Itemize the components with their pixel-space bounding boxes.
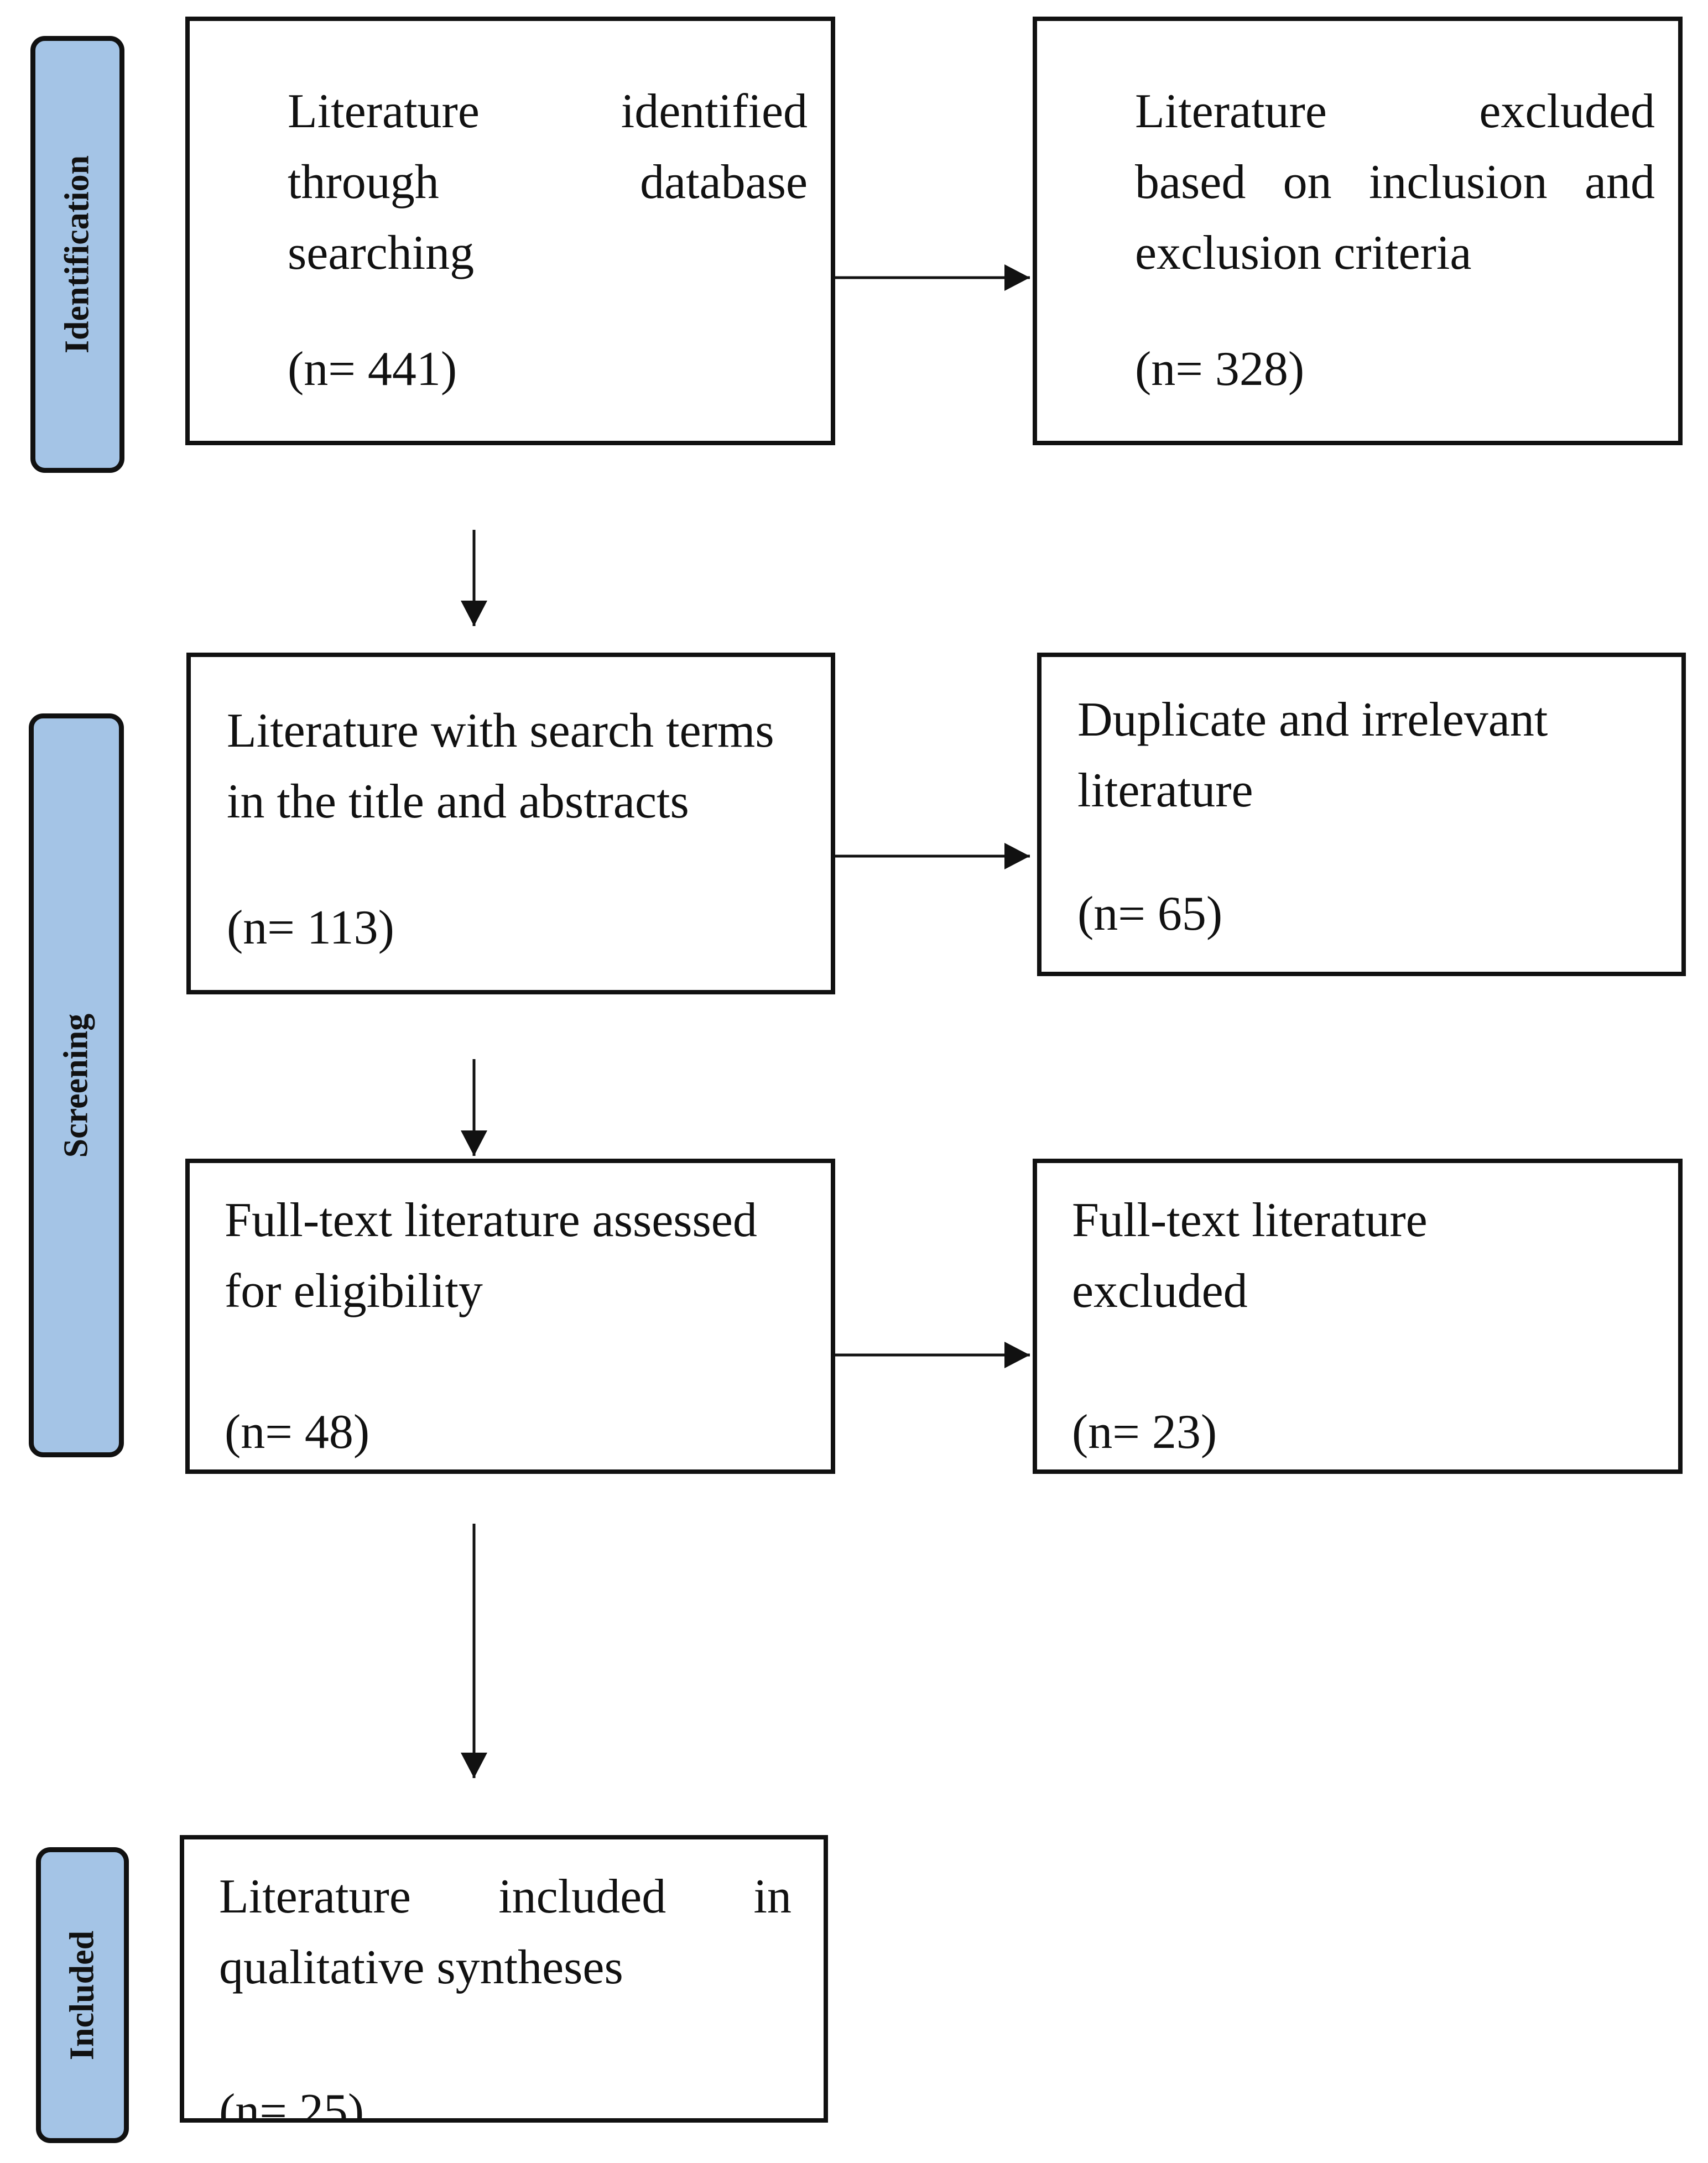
phase-screening: Screening — [29, 713, 124, 1457]
box-excluded-criteria-text: Literature excluded based on inclusion a… — [1135, 76, 1655, 289]
box-included-synth: Literature included in qualitative synth… — [180, 1835, 828, 2123]
box-fulltext-assessed: Full-text literature assessed for eligib… — [185, 1159, 835, 1474]
box-excluded-criteria-line-3: exclusion criteria — [1135, 226, 1472, 280]
box-included-synth-count: (n= 25) — [219, 2084, 364, 2123]
box-fulltext-excluded-line-1: Full-text literature — [1072, 1193, 1428, 1247]
box-fulltext-excluded: Full-text literature excluded (n= 23) — [1033, 1159, 1683, 1474]
box-fulltext-assessed-line-2: for eligibility — [225, 1264, 483, 1318]
box-title-abstract-line-1: Literature with search terms — [227, 704, 774, 758]
box-included-synth-line-1: Literature included in — [219, 1870, 791, 1924]
box-excluded-criteria: Literature excluded based on inclusion a… — [1033, 17, 1683, 445]
box-identified-count: (n= 441) — [288, 342, 457, 396]
box-fulltext-excluded-line-2: excluded — [1072, 1264, 1248, 1318]
box-identified: Literature identified through database s… — [185, 17, 835, 445]
box-excluded-criteria-line-1: Literature excluded — [1135, 85, 1655, 138]
phase-included: Included — [36, 1847, 129, 2143]
box-duplicate-text: Duplicate and irrelevant literature — [1077, 685, 1675, 826]
box-duplicate: Duplicate and irrelevant literature (n= … — [1037, 653, 1686, 976]
box-duplicate-line-1: Duplicate and irrelevant — [1077, 693, 1548, 747]
box-fulltext-excluded-count: (n= 23) — [1072, 1405, 1217, 1459]
box-duplicate-count: (n= 65) — [1077, 887, 1223, 941]
box-title-abstract-line-2: in the title and abstracts — [227, 775, 689, 828]
box-identified-line-2: through database — [288, 155, 808, 209]
box-identified-text: Literature identified through database s… — [288, 76, 808, 289]
box-included-synth-text: Literature included in qualitative synth… — [219, 1862, 791, 2003]
box-title-abstract-text: Literature with search terms in the titl… — [227, 696, 824, 837]
box-fulltext-assessed-text: Full-text literature assessed for eligib… — [225, 1185, 827, 1327]
box-title-abstract-count: (n= 113) — [227, 901, 394, 955]
box-duplicate-line-2: literature — [1077, 764, 1253, 817]
box-identified-line-1: Literature identified — [288, 85, 808, 138]
phase-identification: Identification — [30, 36, 124, 473]
box-title-abstract: Literature with search terms in the titl… — [186, 653, 835, 994]
box-excluded-criteria-line-2: based on inclusion and — [1135, 155, 1655, 209]
box-fulltext-assessed-line-1: Full-text literature assessed — [225, 1193, 757, 1247]
box-fulltext-excluded-text: Full-text literature excluded — [1072, 1185, 1675, 1327]
box-included-synth-line-2: qualitative syntheses — [219, 1941, 623, 1994]
box-fulltext-assessed-count: (n= 48) — [225, 1405, 370, 1459]
box-excluded-criteria-count: (n= 328) — [1135, 342, 1305, 396]
box-identified-line-3: searching — [288, 226, 475, 280]
